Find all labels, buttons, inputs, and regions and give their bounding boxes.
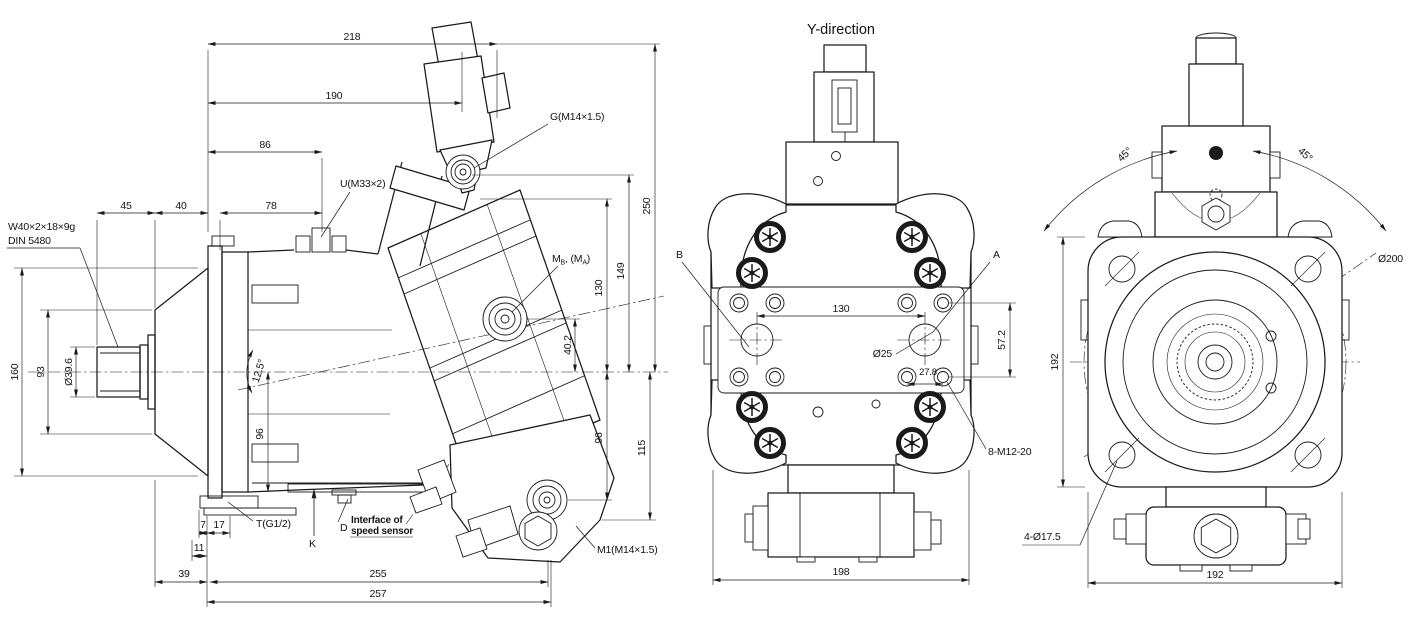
hole-note-label: 4-Ø17.5 — [1024, 531, 1061, 543]
dim-192-vertical: 192 — [1049, 353, 1061, 370]
spline-spec-label: W40×2×18×9g — [8, 221, 75, 233]
port-d-label: D — [340, 522, 348, 534]
dim-angle: 12.5° — [250, 358, 268, 384]
port-mb-label: MB, (MA) — [552, 253, 590, 267]
dim-93: 93 — [35, 366, 47, 378]
front-bottom-assembly — [1113, 486, 1311, 572]
rear-view-dimensions: 130 B A Ø25 57.2 27.8 8-M12-20 198 — [676, 249, 1032, 585]
dim-11: 11 — [194, 542, 205, 554]
port-u-label: U(M33×2) — [340, 178, 385, 190]
hex-plug — [518, 511, 558, 551]
spline-standard-label: DIN 5480 — [8, 235, 51, 247]
dim-198: 198 — [833, 566, 850, 578]
dim-115: 115 — [636, 440, 648, 456]
mounting-flange — [199, 235, 297, 516]
sensor-note-line2: speed sensor — [351, 526, 413, 537]
port-a-label: A — [993, 249, 1000, 261]
rear-bottom-assembly — [744, 464, 942, 563]
port-k-label: K — [309, 538, 316, 550]
port-t-label: T(G1/2) — [256, 518, 291, 530]
dim-angle-right: 45° — [1295, 145, 1314, 164]
port-b-label: B — [676, 249, 683, 261]
dim-96-port: 96 — [593, 432, 605, 444]
side-view-labels: W40×2×18×9g DIN 5480 U(M33×2) G(M14×1.5)… — [7, 111, 658, 556]
port-m1-label: M1(M14×1.5) — [597, 544, 658, 556]
dim-257: 257 — [370, 588, 387, 600]
dim-17: 17 — [213, 519, 225, 531]
rear-top-block — [785, 141, 899, 205]
dim-192-horizontal: 192 — [1207, 569, 1224, 581]
dim-45: 45 — [120, 200, 132, 212]
dim-86: 86 — [259, 139, 271, 151]
dim-149: 149 — [615, 262, 627, 279]
front-top-assembly — [1151, 32, 1281, 238]
dim-250: 250 — [641, 197, 653, 214]
rear-top-connector — [813, 44, 875, 146]
thread-note-label: 8-M12-20 — [988, 446, 1032, 458]
dim-shaft-diameter: Ø39.6 — [63, 358, 75, 386]
dim-27-8: 27.8 — [919, 367, 937, 378]
front-view: 45° 45° Ø200 192 192 4-Ø17.5 — [1022, 32, 1403, 588]
sensor-note-line1: Interface of — [351, 515, 403, 526]
dim-190: 190 — [326, 90, 343, 102]
rear-main-body — [703, 193, 979, 474]
dim-angle-left: 45° — [1115, 145, 1134, 164]
dim-96-inner: 96 — [254, 428, 266, 440]
dim-39: 39 — [178, 568, 190, 580]
port-g-label: G(M14×1.5) — [550, 111, 604, 123]
dim-port-diameter: Ø25 — [873, 348, 893, 360]
dim-130-rear: 130 — [833, 303, 850, 315]
end-valve-block — [409, 414, 615, 563]
dim-255: 255 — [370, 568, 387, 580]
dim-7: 7 — [200, 519, 206, 531]
dim-218: 218 — [344, 31, 361, 43]
port-g-boss — [445, 154, 481, 190]
dim-57-2: 57.2 — [996, 330, 1008, 350]
rear-view-title: Y-direction — [807, 22, 875, 38]
dim-bolt-circle: Ø200 — [1378, 253, 1403, 265]
dim-130: 130 — [593, 279, 605, 296]
front-flange — [1080, 220, 1350, 488]
dim-78: 78 — [265, 200, 277, 212]
control-valve — [389, 21, 511, 211]
rear-view: Y-direction — [676, 22, 1032, 585]
side-view: 218 190 86 45 40 78 160 93 Ø39.6 12.5° — [7, 21, 668, 607]
dim-40: 40 — [175, 200, 187, 212]
dim-160: 160 — [9, 363, 21, 380]
dim-40-2: 40.2 — [562, 335, 574, 355]
